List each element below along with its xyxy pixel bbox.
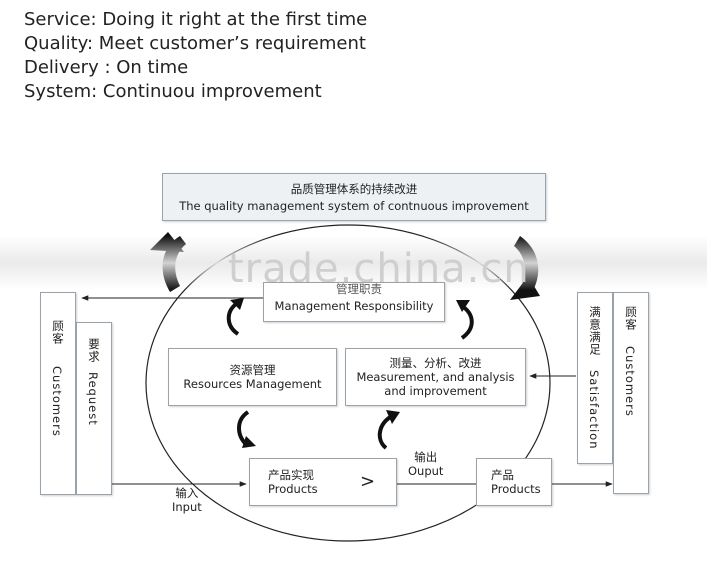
- top-box-zh: 品质管理体系的持续改进: [290, 181, 418, 196]
- cycle-arrow-2: [460, 304, 474, 340]
- input-label: 输入 Input: [172, 486, 202, 514]
- cycle-arrow-1-head: [230, 298, 244, 310]
- measurement-en1: Measurement, and analysis: [356, 370, 515, 384]
- output-zh: 输出: [414, 450, 438, 464]
- products-output-zh: 产品: [491, 468, 514, 482]
- headline-service: Service: Doing it right at the first tim…: [24, 8, 367, 32]
- output-label: 输出 Ouput: [408, 450, 443, 478]
- headline-system: System: Continuou improvement: [24, 80, 322, 104]
- product-realization-box: 产品实现 Products: [249, 458, 397, 506]
- headline-key: Quality:: [24, 33, 94, 54]
- resources-en: Resources Management: [183, 377, 322, 391]
- satisfaction-zh: 满意满足: [588, 306, 602, 356]
- headline-quality: Quality: Meet customer’s requirement: [24, 32, 366, 56]
- measurement-en2: and improvement: [384, 384, 487, 398]
- headline-text: Meet customer’s requirement: [93, 33, 366, 54]
- customers-left-box: [40, 292, 76, 495]
- output-en: Ouput: [408, 464, 444, 478]
- customers-left-en: Customers: [50, 366, 64, 437]
- headline-key: System:: [24, 81, 98, 102]
- realization-en: Products: [268, 482, 318, 496]
- measurement-zh: 测量、分析、改进: [389, 356, 482, 370]
- resources-zh: 资源管理: [229, 363, 276, 377]
- headline-text: Doing it right at the first time: [96, 9, 368, 30]
- customers-right-zh: 顾客: [624, 306, 638, 331]
- management-zh: 管理职责: [336, 282, 382, 296]
- top-box-continuous-improvement: 品质管理体系的持续改进 The quality management syste…: [162, 173, 546, 221]
- input-en: Input: [172, 500, 202, 514]
- headline-text: : On time: [98, 57, 189, 78]
- products-output-box: 产品 Products: [476, 458, 552, 506]
- headline-delivery: Delivery : On time: [24, 56, 188, 80]
- cycle-arrow-1: [226, 302, 240, 336]
- headline-text: Continuou improvement: [97, 81, 322, 102]
- process-ellipse: [145, 224, 551, 542]
- realization-arrow-symbol: >: [360, 471, 376, 492]
- request-zh: 要求: [87, 338, 101, 363]
- cycle-arrow-2-head: [456, 300, 470, 312]
- satisfaction-box: [577, 292, 613, 464]
- input-zh: 输入: [175, 486, 199, 500]
- top-box-en: The quality management system of contnuo…: [179, 198, 529, 213]
- management-box: Management Responsibility: [263, 282, 445, 322]
- resources-box: 资源管理 Resources Management: [168, 348, 337, 406]
- realization-zh: 产品实现: [268, 468, 314, 482]
- management-en: Management Responsibility: [274, 299, 434, 313]
- request-en: Request: [86, 372, 100, 426]
- cycle-arrow-3-head: [242, 436, 256, 448]
- measurement-box: 测量、分析、改进 Measurement, and analysis and i…: [345, 348, 526, 406]
- request-box: [76, 322, 112, 495]
- watermark-band: [0, 236, 707, 290]
- cycle-arrow-4-head: [386, 410, 400, 424]
- products-output-en: Products: [491, 482, 541, 496]
- headline-key: Delivery: [24, 57, 99, 78]
- customers-left-zh: 顾客: [51, 320, 65, 345]
- cycle-arrow-4: [377, 414, 394, 450]
- customers-right-en: Customers: [623, 346, 637, 417]
- satisfaction-en: Satisfaction: [587, 370, 601, 450]
- headline-key: Service:: [24, 9, 97, 30]
- customers-right-box: [613, 292, 649, 494]
